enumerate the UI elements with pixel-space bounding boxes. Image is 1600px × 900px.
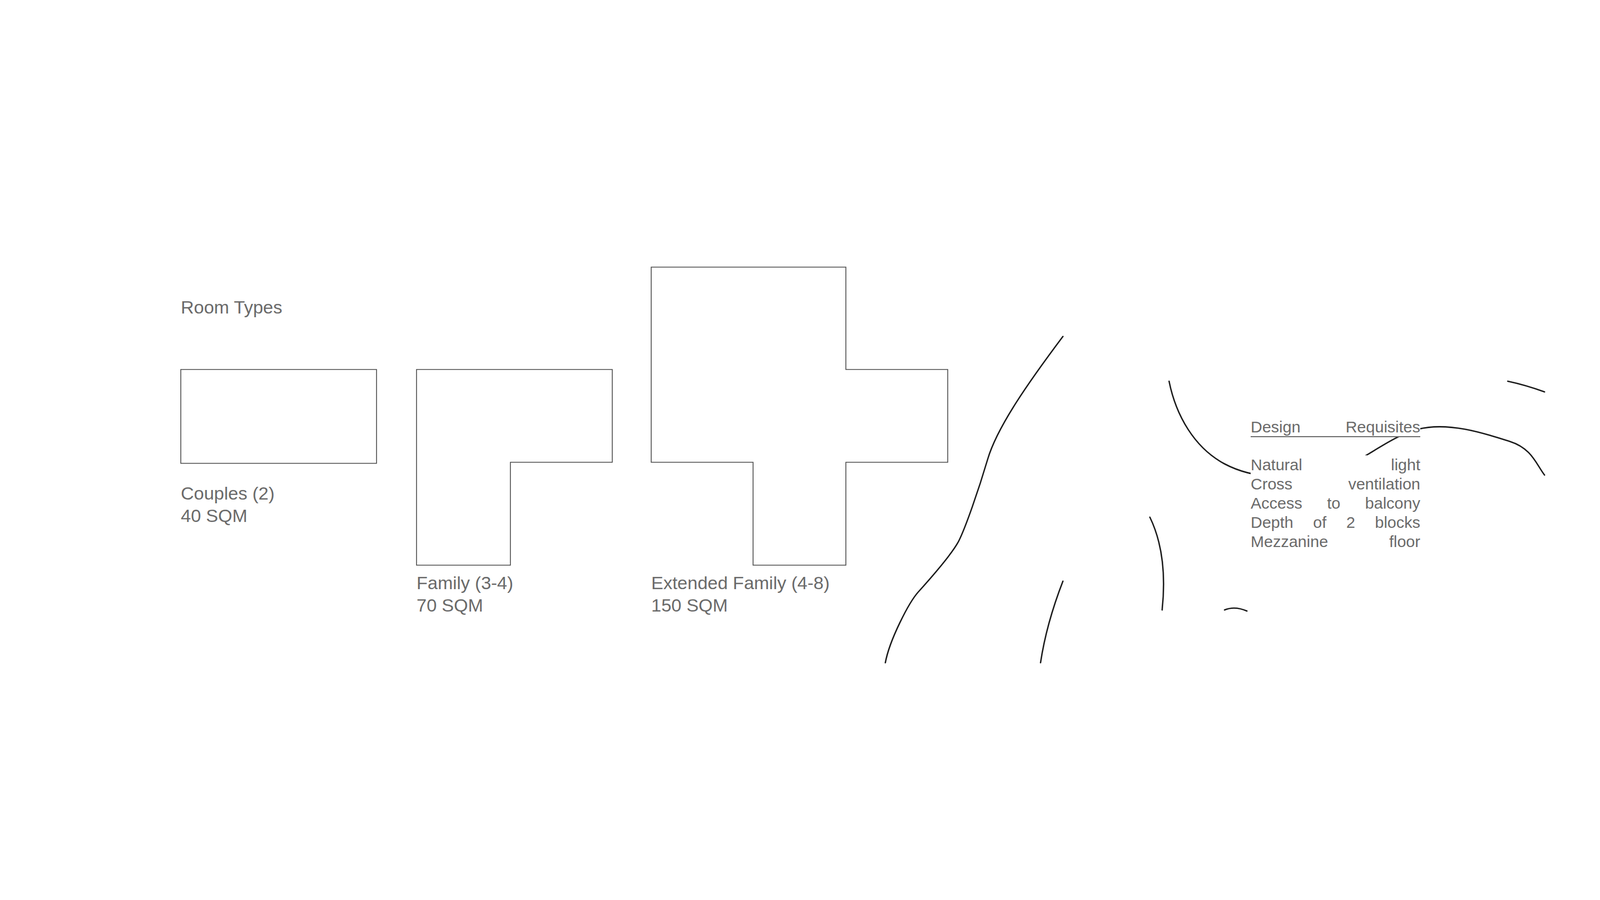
room-outline-path — [180, 369, 377, 464]
room-outline — [180, 369, 377, 464]
room-outline-path — [651, 267, 948, 566]
room-type-shape: Family (3-4)70 SQM — [416, 369, 613, 617]
room-outline — [651, 267, 948, 566]
sketch-line — [1040, 581, 1063, 663]
room-type-shape: Extended Family (4-8)150 SQM — [651, 267, 948, 617]
room-outline-path — [416, 369, 613, 566]
list-heading: Design Requisites — [1250, 419, 1421, 438]
room-area: 40 SQM — [180, 504, 377, 527]
room-area: 150 SQM — [651, 594, 948, 617]
room-name: Extended Family (4-8) — [651, 571, 948, 595]
room-area: 70 SQM — [416, 594, 613, 617]
room-name: Couples (2) — [180, 482, 377, 505]
room-outline — [416, 369, 613, 566]
section-title: Room Types — [180, 296, 283, 319]
sketch-line — [1507, 381, 1545, 392]
room-type-shape: Couples (2)40 SQM — [180, 369, 377, 527]
requisite-item: Access to balcony — [1250, 493, 1421, 514]
sketch-line — [885, 336, 1063, 663]
sketch-line — [1169, 381, 1545, 478]
requisite-item: Cross ventilation — [1250, 474, 1421, 494]
requisite-item: Mezzanine floor — [1250, 532, 1421, 552]
sketch-line — [1224, 608, 1247, 612]
requisite-item: Natural light — [1250, 455, 1421, 475]
room-name: Family (3-4) — [416, 571, 613, 595]
requisite-item: Depth of 2 blocks — [1250, 513, 1421, 533]
sketch-line — [1149, 517, 1164, 611]
